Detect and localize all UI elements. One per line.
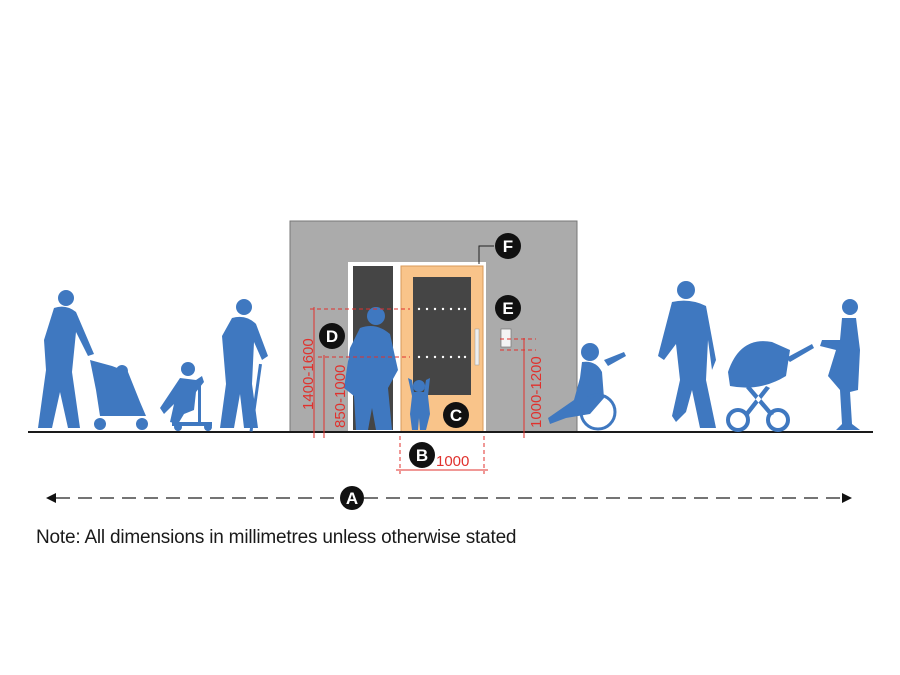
f-leader-line <box>478 245 494 264</box>
label-e: E <box>495 295 521 321</box>
svg-text:B: B <box>416 446 428 465</box>
elderly-person-with-cane-icon <box>220 299 268 432</box>
walking-man-icon <box>658 281 716 428</box>
dimension-1000-1200: 1000-1200 <box>528 356 545 428</box>
buggy-with-child-icon <box>90 360 148 430</box>
label-a: A <box>340 486 364 510</box>
person-pushing-buggy-icon <box>38 290 94 428</box>
dimension-lines <box>310 308 536 474</box>
dimension-1400-1600: 1400-1600 <box>300 338 317 410</box>
manifestation-dots <box>417 307 467 359</box>
small-child-icon <box>408 378 430 430</box>
access-control-panel <box>500 328 512 348</box>
dimension-1000: 1000 <box>436 453 469 470</box>
child-on-scooter-icon <box>160 362 212 431</box>
arrowhead-left-icon <box>46 493 56 503</box>
dimension-850-1000: 850-1000 <box>332 365 349 428</box>
wheelchair-user-icon <box>548 343 626 431</box>
dimensions-note: Note: All dimensions in millimetres unle… <box>36 527 517 548</box>
svg-text:D: D <box>326 327 338 346</box>
label-b: B <box>409 442 435 468</box>
svg-text:F: F <box>503 237 513 256</box>
arrowhead-right-icon <box>842 493 852 503</box>
pram-icon <box>726 341 814 432</box>
label-c: C <box>443 402 469 428</box>
label-d: D <box>319 323 345 349</box>
svg-text:C: C <box>450 406 462 425</box>
person-with-walking-stick-icon <box>344 307 398 430</box>
label-f: F <box>495 233 521 259</box>
door-handle <box>474 328 480 366</box>
door-glass <box>413 277 471 395</box>
pregnant-woman-icon <box>820 299 860 430</box>
svg-text:E: E <box>502 299 513 318</box>
svg-text:A: A <box>346 489 358 508</box>
